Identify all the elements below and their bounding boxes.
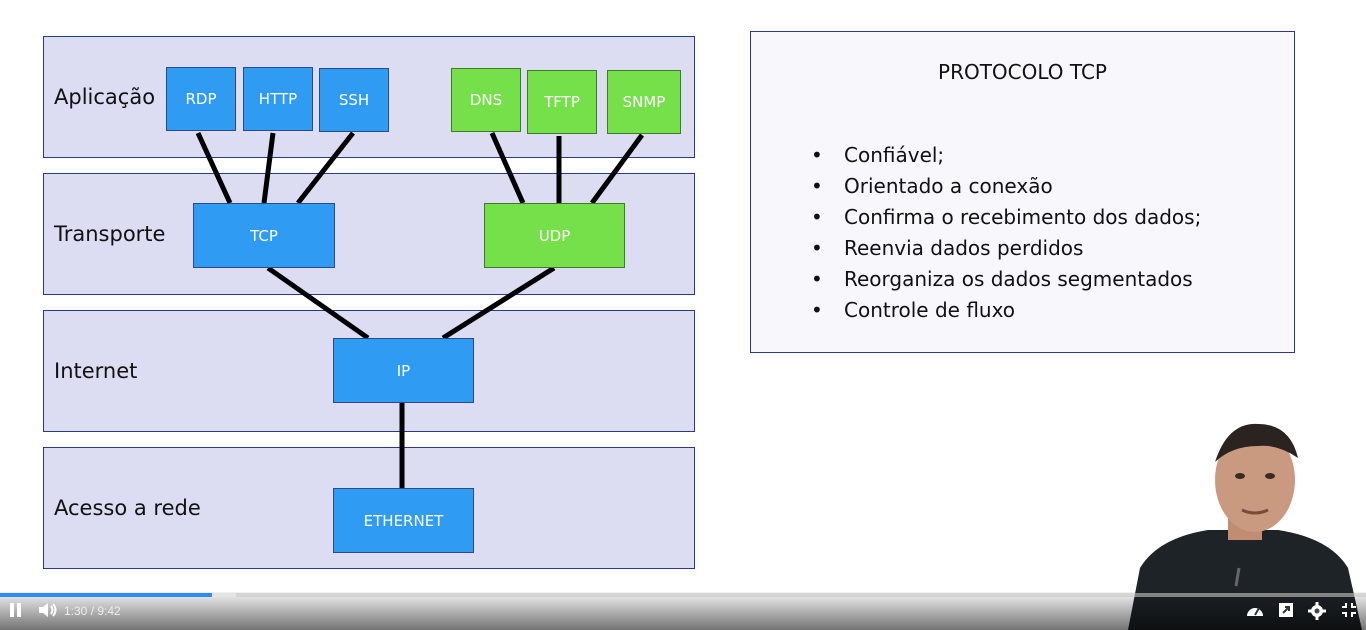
line-dns-udp	[489, 131, 526, 205]
progress-bar[interactable]	[0, 593, 1366, 597]
list-item: •Reenvia dados perdidos	[811, 236, 1084, 260]
udp-box: UDP	[484, 203, 625, 268]
progress-fill	[0, 593, 212, 597]
line-ssh-tcp	[296, 131, 355, 205]
time-display: 1:30 / 9:42	[64, 604, 121, 618]
line-rdp-tcp	[195, 131, 233, 205]
line-http-tcp	[261, 132, 276, 204]
snmp-box: SNMP	[607, 70, 681, 134]
ssh-box: SSH	[319, 68, 389, 132]
dns-box: DNS	[451, 68, 521, 132]
exit-fullscreen-icon[interactable]	[1341, 602, 1357, 623]
list-item: •Controle de fluxo	[811, 298, 1016, 322]
volume-icon[interactable]	[38, 602, 58, 623]
bullet-list: •Confiável; •Orientado a conexão •Confir…	[811, 140, 1201, 326]
line-udp-ip	[441, 265, 556, 341]
list-item: •Confirma o recebimento dos dados;	[811, 205, 1202, 229]
popout-icon[interactable]	[1278, 602, 1294, 623]
layer-label: Aplicação	[54, 85, 156, 109]
rdp-box: RDP	[166, 67, 236, 131]
list-item: •Reorganiza os dados segmentados	[811, 267, 1193, 291]
speed-icon[interactable]	[1245, 602, 1265, 623]
tcp-info-panel: PROTOCOLO TCP •Confiável; •Orientado a c…	[750, 31, 1295, 353]
list-item: •Orientado a conexão	[811, 174, 1053, 198]
tcp-box: TCP	[193, 203, 335, 268]
layer-label: Internet	[54, 359, 138, 383]
layer-label: Acesso a rede	[54, 496, 201, 520]
tftp-box: TFTP	[527, 70, 597, 134]
settings-icon[interactable]	[1308, 602, 1326, 625]
layer-label: Transporte	[54, 222, 166, 246]
video-controls: 1:30 / 9:42	[0, 592, 1366, 630]
panel-title: PROTOCOLO TCP	[938, 60, 1107, 84]
line-tcp-ip	[266, 265, 370, 341]
ethernet-box: ETHERNET	[333, 488, 474, 553]
line-snmp-udp	[589, 133, 645, 205]
ip-box: IP	[333, 338, 474, 403]
pause-icon[interactable]	[9, 602, 23, 623]
http-box: HTTP	[243, 67, 313, 131]
connector-lines	[195, 131, 645, 488]
list-item: •Confiável;	[811, 143, 945, 167]
